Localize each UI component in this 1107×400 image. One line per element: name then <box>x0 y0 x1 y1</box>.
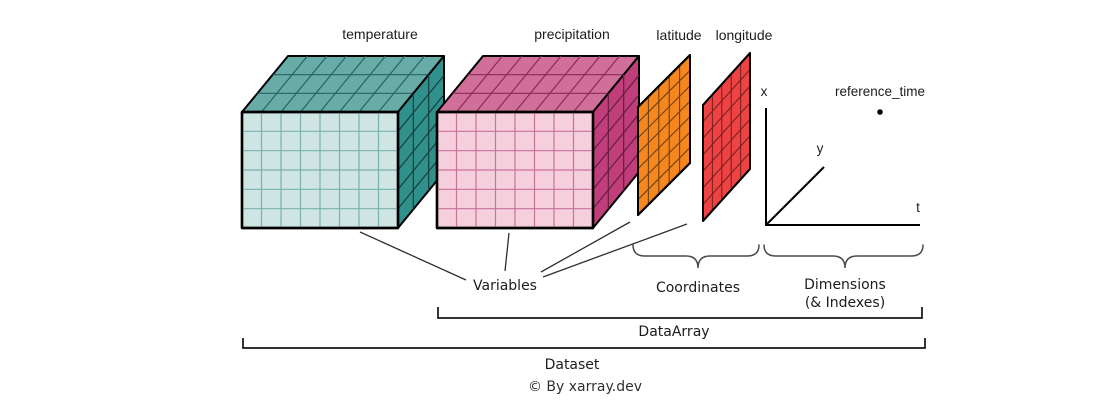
y-axis-line <box>765 166 825 226</box>
brackets <box>242 307 926 349</box>
grid-line <box>592 94 640 152</box>
grid-line <box>702 118 751 172</box>
dataarray-bracket <box>437 307 923 319</box>
grid-line <box>534 55 581 113</box>
connector-latitude <box>540 221 631 273</box>
dataset-bracket <box>242 338 926 349</box>
reference-time-label: reference_time <box>835 84 925 99</box>
grid-line <box>637 100 691 154</box>
grid-line <box>319 55 367 113</box>
grid-line <box>397 94 445 152</box>
dataset-label: Dataset <box>545 357 600 373</box>
grid-line <box>637 85 691 139</box>
grid-line <box>514 55 562 113</box>
grid-line <box>592 152 640 210</box>
precipitation-label: precipitation <box>534 26 610 42</box>
grid-line <box>339 55 386 113</box>
grid-line <box>637 70 691 123</box>
coordinates-brace <box>632 244 760 269</box>
grid-line <box>702 102 751 156</box>
latitude-plane <box>637 54 691 216</box>
connector-temperature <box>359 231 467 281</box>
temperature-cube <box>240 55 445 230</box>
braces <box>632 244 924 269</box>
grid-line <box>637 131 691 185</box>
variable-connector-lines <box>359 221 688 281</box>
x-axis-label: x <box>761 84 768 99</box>
grid-line <box>702 152 751 205</box>
grid-line <box>592 132 640 190</box>
temperature-label: temperature <box>342 26 418 42</box>
plane-outline <box>637 54 691 216</box>
front-outline <box>435 110 595 230</box>
dimension-axes <box>765 108 920 226</box>
grid-line <box>495 55 542 113</box>
grid-line <box>637 147 691 200</box>
dimensions-brace <box>763 244 924 269</box>
coordinates-group-label: Coordinates <box>656 280 740 296</box>
connector-precipitation <box>504 232 510 272</box>
longitude-plane <box>702 52 751 222</box>
grid-line <box>378 55 425 113</box>
grid-line <box>573 55 620 113</box>
grid-line <box>358 55 406 113</box>
y-axis-label: y <box>817 141 824 156</box>
grid-line <box>592 74 640 132</box>
copyright-label: © By xarray.dev <box>528 379 642 395</box>
longitude-label: longitude <box>716 27 773 43</box>
grid-line <box>261 55 308 113</box>
grid-line <box>456 55 503 113</box>
dataarray-label: DataArray <box>638 324 709 340</box>
indexes-group-label: (& Indexes) <box>805 295 885 311</box>
precipitation-cube <box>435 55 640 230</box>
grid-line <box>702 135 751 189</box>
connector-longitude <box>542 223 688 278</box>
grid-line <box>553 55 601 113</box>
front-outline <box>240 110 400 230</box>
grid-line <box>702 85 751 139</box>
dimensions-group-label: Dimensions <box>804 277 886 293</box>
variables-group-label: Variables <box>473 278 537 294</box>
grid-line <box>592 113 640 171</box>
grid-line <box>300 55 347 113</box>
grid-line <box>702 69 751 122</box>
grid-line <box>637 116 691 170</box>
t-axis-label: t <box>916 200 920 215</box>
latitude-label: latitude <box>656 27 701 43</box>
grid-line <box>280 55 328 113</box>
grid-line <box>475 55 523 113</box>
grid-line <box>397 74 445 132</box>
plane-outline <box>702 52 751 222</box>
reference-time-point <box>877 109 883 115</box>
